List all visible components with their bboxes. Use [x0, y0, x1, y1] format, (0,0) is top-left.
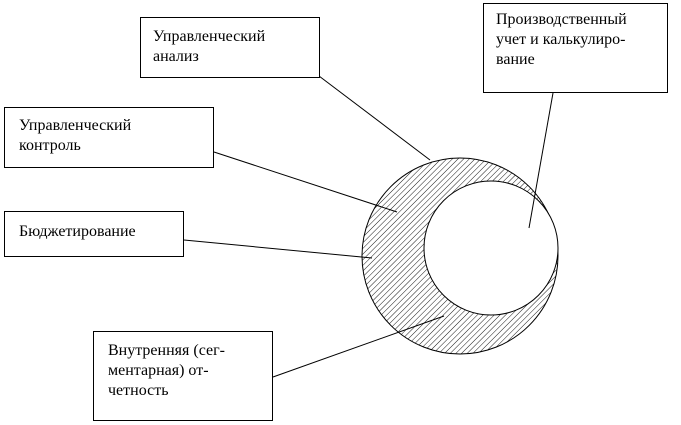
- box-internal-reporting: Внутренняя (сег- ментарная) от- четность: [93, 331, 273, 421]
- connector-production: [528, 92, 554, 229]
- connector-analysis: [318, 75, 431, 161]
- connector-control: [213, 151, 398, 213]
- box-management-analysis: Управленческий анализ: [140, 17, 320, 78]
- connector-internal: [272, 315, 445, 378]
- connector-budgeting: [183, 239, 373, 259]
- box-budgeting: Бюджетирование: [4, 211, 184, 257]
- box-management-control: Управленческий контроль: [4, 107, 214, 168]
- box-production-accounting: Производственный учет и калькулиро- вани…: [483, 3, 668, 93]
- inner-circle: [423, 180, 559, 316]
